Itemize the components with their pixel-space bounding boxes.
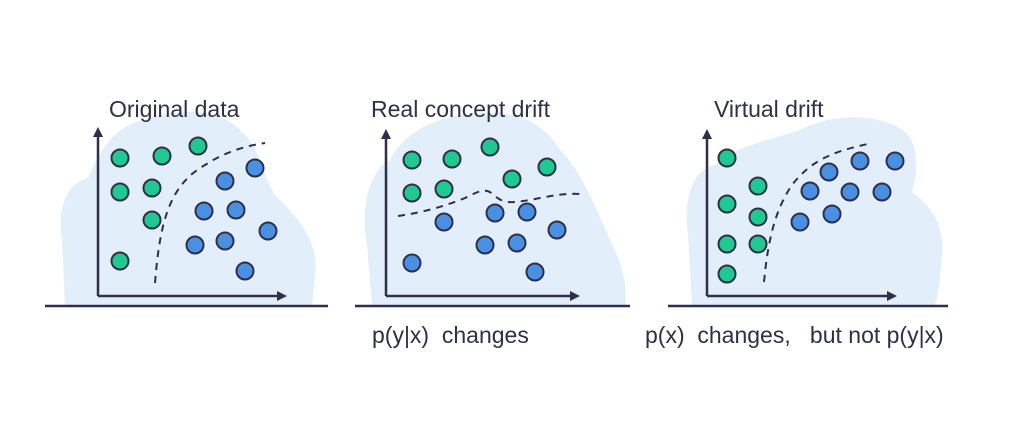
green-point [537, 157, 557, 177]
blue-point [245, 158, 265, 178]
green-point [142, 210, 162, 230]
green-point [402, 183, 422, 203]
blue-point [872, 182, 892, 202]
green-point [717, 148, 737, 168]
blue-point [258, 221, 278, 241]
caption-virtual-drift: p(x) changes, but not p(y|x) [645, 322, 944, 348]
green-points [402, 137, 557, 203]
blue-point [819, 162, 839, 182]
panel-title-virtual-drift: Virtual drift [714, 96, 824, 122]
caption-real-concept-drift: p(y|x) changes [372, 322, 529, 348]
blue-point [434, 212, 454, 232]
green-point [110, 182, 130, 202]
green-point [110, 148, 130, 168]
blue-point [525, 262, 545, 282]
blue-points [185, 158, 278, 281]
blue-point [226, 200, 246, 220]
green-point [402, 150, 422, 170]
green-point [748, 176, 768, 196]
blue-point [194, 201, 214, 221]
green-point [717, 264, 737, 284]
blue-point [215, 231, 235, 251]
blue-point [517, 202, 537, 222]
green-point [110, 251, 130, 271]
green-point [142, 178, 162, 198]
blue-point [790, 212, 810, 232]
blue-point [235, 261, 255, 281]
green-point [152, 146, 172, 166]
green-point [748, 234, 768, 254]
decision-boundary [763, 143, 869, 283]
blue-point [185, 235, 205, 255]
panel-real-concept-drift [355, 112, 630, 308]
blue-point [507, 233, 527, 253]
green-point [717, 234, 737, 254]
blue-point [215, 171, 235, 191]
blue-point [475, 235, 495, 255]
blue-point [485, 203, 505, 223]
blue-points [402, 202, 567, 282]
green-point [434, 179, 454, 199]
green-point [188, 136, 208, 156]
panel-title-original-data: Original data [109, 96, 240, 122]
panel-original-data [45, 111, 328, 308]
green-points [110, 136, 208, 271]
blue-point [547, 220, 567, 240]
green-point [442, 149, 462, 169]
panel-title-real-concept-drift: Real concept drift [371, 96, 550, 122]
green-point [480, 137, 500, 157]
green-point [717, 194, 737, 214]
green-points [717, 148, 768, 284]
blue-points [790, 151, 905, 232]
data-distribution-blob [686, 117, 943, 305]
blue-point [800, 181, 820, 201]
decision-boundary [154, 142, 266, 284]
green-point [748, 207, 768, 227]
green-point [502, 169, 522, 189]
panel-virtual-drift [668, 117, 948, 308]
blue-point [885, 151, 905, 171]
blue-point [840, 182, 860, 202]
blue-point [822, 204, 842, 224]
blue-point [402, 253, 422, 273]
blue-point [850, 151, 870, 171]
